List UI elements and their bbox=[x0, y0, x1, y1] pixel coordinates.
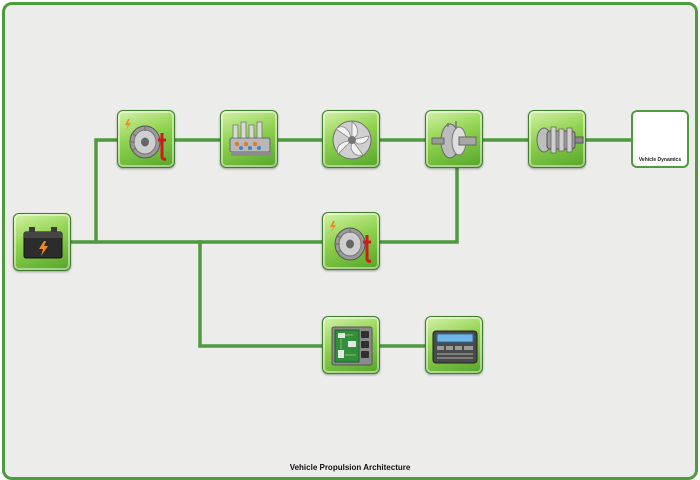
electric-motor-icon bbox=[330, 221, 372, 263]
engine-icon bbox=[229, 121, 271, 156]
block-driveline[interactable] bbox=[528, 110, 586, 168]
circuit-board-icon bbox=[331, 326, 373, 366]
block-torque-converter[interactable] bbox=[322, 110, 380, 168]
electric-motor-icon bbox=[125, 119, 167, 161]
block-engine[interactable] bbox=[220, 110, 278, 168]
block-controller[interactable] bbox=[322, 316, 380, 374]
clutch-icon bbox=[431, 121, 477, 159]
car-radio-icon bbox=[432, 330, 478, 364]
block-infotainment[interactable] bbox=[425, 316, 483, 374]
battery-icon bbox=[23, 227, 63, 259]
vehicle-dynamics-label: Vehicle Dynamics bbox=[638, 157, 682, 163]
block-motor-generator-2[interactable] bbox=[322, 212, 380, 270]
wire-motor2-to-transmission bbox=[378, 166, 459, 244]
block-transmission[interactable] bbox=[425, 110, 483, 168]
wire-bus-to-motor-1 bbox=[94, 138, 119, 244]
gearbox-icon bbox=[536, 126, 584, 154]
block-battery[interactable] bbox=[13, 213, 71, 271]
diagram-title: Vehicle Propulsion Architecture bbox=[289, 463, 411, 472]
block-motor-generator-1[interactable] bbox=[117, 110, 175, 168]
wire-bus-to-controller bbox=[198, 240, 324, 348]
block-vehicle-dynamics[interactable]: Vehicle Dynamics bbox=[631, 110, 689, 168]
turbine-icon bbox=[332, 120, 372, 160]
